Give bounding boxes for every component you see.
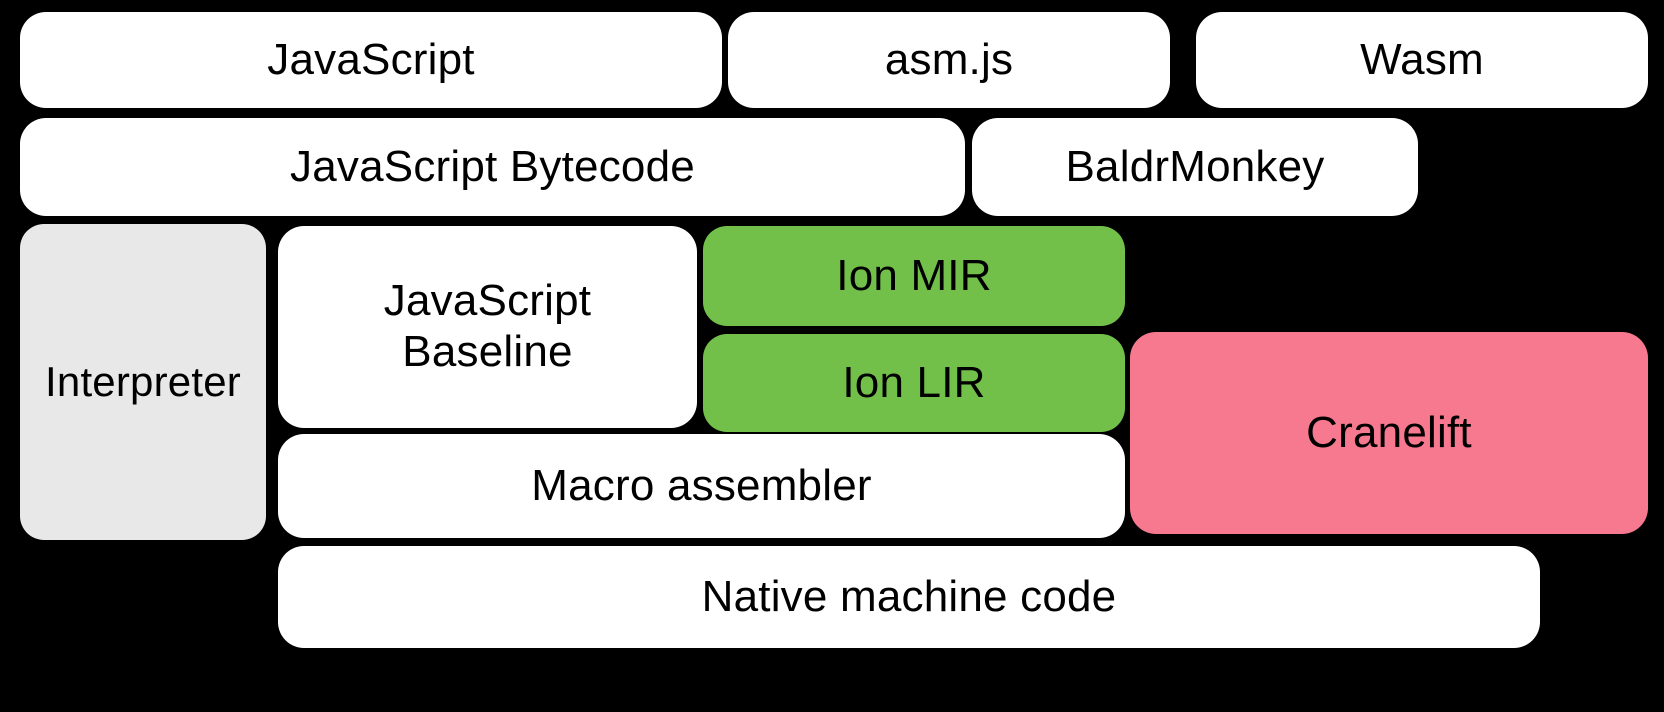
node-interpreter: Interpreter	[20, 224, 266, 540]
node-javascript-baseline: JavaScript Baseline	[278, 226, 697, 428]
node-asmjs: asm.js	[728, 12, 1170, 108]
node-native-machine-code: Native machine code	[278, 546, 1540, 648]
node-ion-mir: Ion MIR	[703, 226, 1125, 326]
node-ion-lir: Ion LIR	[703, 334, 1125, 432]
node-macro-assembler: Macro assembler	[278, 434, 1125, 538]
node-wasm: Wasm	[1196, 12, 1648, 108]
node-cranelift: Cranelift	[1130, 332, 1648, 534]
node-javascript: JavaScript	[20, 12, 722, 108]
node-javascript-bytecode: JavaScript Bytecode	[20, 118, 965, 216]
node-baldrmonkey: BaldrMonkey	[972, 118, 1418, 216]
